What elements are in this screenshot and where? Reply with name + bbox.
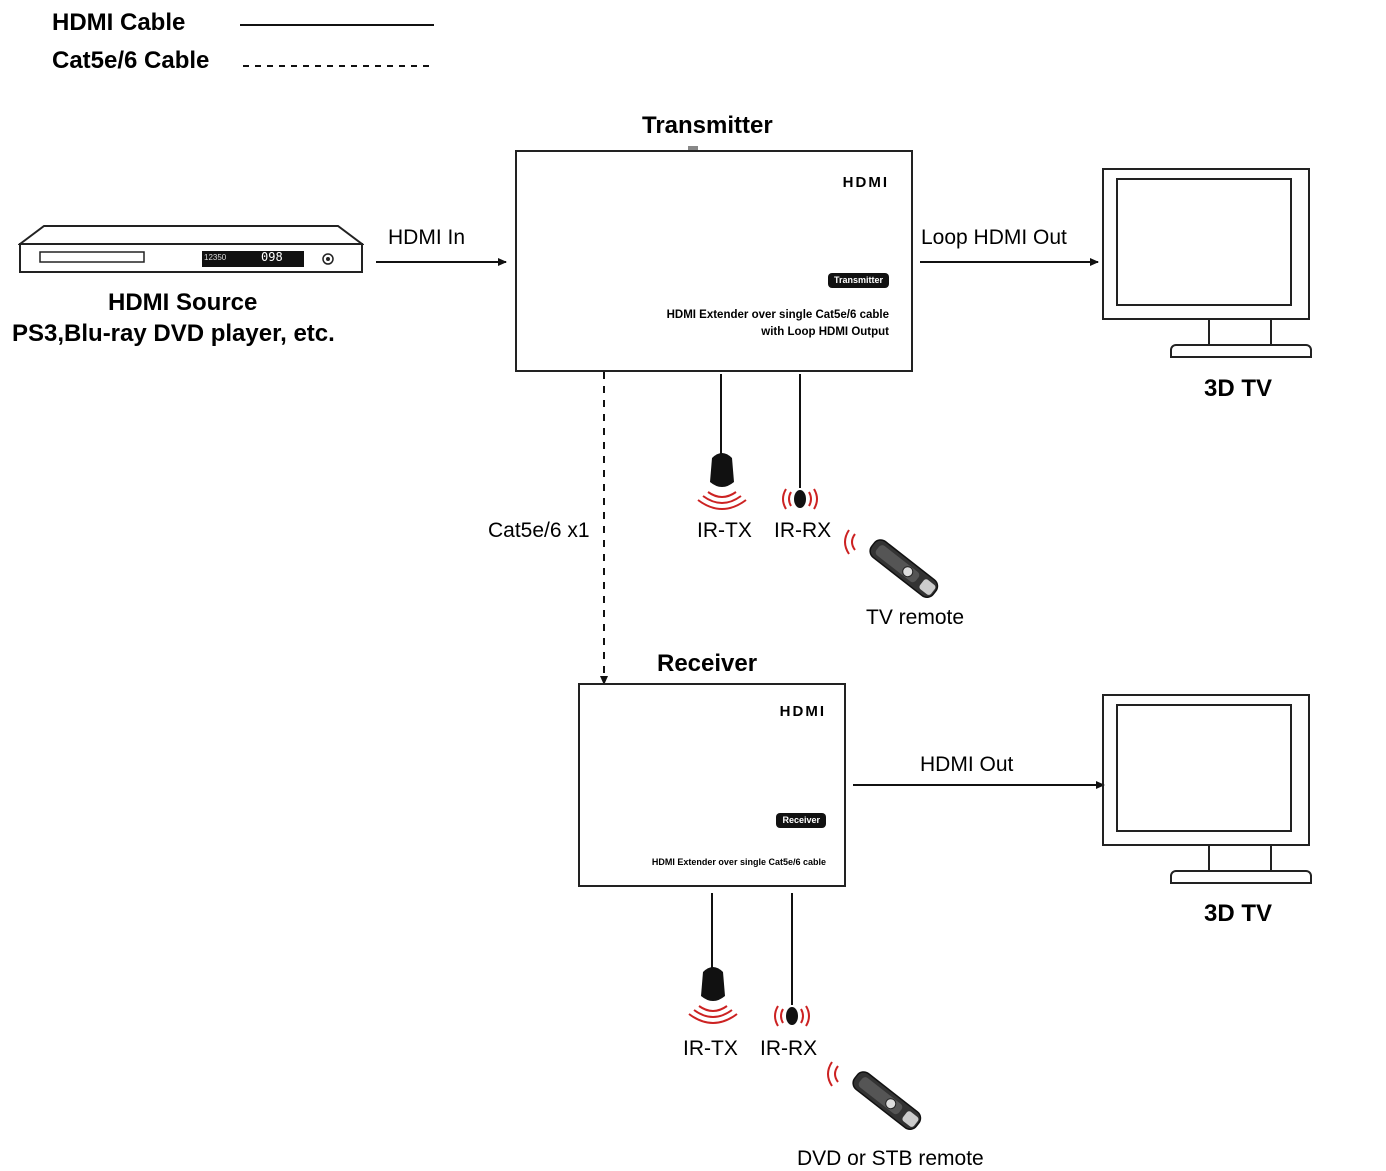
legend-hdmi-label: HDMI Cable xyxy=(52,9,186,36)
legend-cat-label: Cat5e/6 Cable xyxy=(52,47,210,74)
tv-remote-icon xyxy=(844,529,939,599)
source-subtitle: PS3,Blu-ray DVD player, etc. xyxy=(12,320,335,347)
receiver-desc: HDMI Extender over single Cat5e/6 cable xyxy=(651,857,826,867)
tv-frame xyxy=(1102,168,1310,320)
tv-bottom xyxy=(1102,694,1314,894)
transmitter-desc-line1: HDMI Extender over single Cat5e/6 cable xyxy=(666,309,889,321)
hdmi-in-label: HDMI In xyxy=(388,226,466,249)
transmitter-desc: HDMI Extender over single Cat5e/6 cable … xyxy=(667,307,889,342)
transmitter-box: HDMI Transmitter HDMI Extender over sing… xyxy=(515,150,913,372)
tv-screen xyxy=(1116,178,1292,306)
transmitter-heading: Transmitter xyxy=(642,112,773,139)
display-small-text: 12350 xyxy=(204,253,227,262)
source-title: HDMI Source xyxy=(108,289,258,316)
loop-out-label: Loop HDMI Out xyxy=(921,226,1067,249)
tv-neck xyxy=(1208,318,1272,346)
ir-rx-receiver-icon xyxy=(774,1005,810,1027)
tv-frame xyxy=(1102,694,1310,846)
tv-remote-label: TV remote xyxy=(866,606,965,629)
tv-screen xyxy=(1116,704,1292,832)
tv-neck xyxy=(1208,844,1272,872)
hdmi-logo: HDMI xyxy=(842,174,889,191)
ir-rx-label: IR-RX xyxy=(774,519,832,542)
transmitter-badge: Transmitter xyxy=(827,273,889,288)
hdmi-logo: HDMI xyxy=(779,703,826,720)
transmitter-desc-line2: with Loop HDMI Output xyxy=(761,326,889,339)
ir-tx-emitter-icon xyxy=(697,453,747,510)
transmitter-port xyxy=(688,146,698,151)
receiver-badge: Receiver xyxy=(776,813,826,828)
receiver-box: HDMI Receiver HDMI Extender over single … xyxy=(578,683,846,887)
tv-top-label: 3D TV xyxy=(1204,375,1273,402)
dvd-player-icon xyxy=(18,225,364,273)
tv-bottom-label: 3D TV xyxy=(1204,900,1273,927)
hdmi-out-label: HDMI Out xyxy=(920,753,1014,776)
cat-link-label: Cat5e/6 x1 xyxy=(488,519,590,542)
tv-stand xyxy=(1170,344,1312,358)
stb-remote-label: DVD or STB remote xyxy=(797,1147,984,1170)
ir-rx-label: IR-RX xyxy=(760,1037,818,1060)
display-big-text: 098 xyxy=(261,250,283,264)
ir-tx-label: IR-TX xyxy=(697,519,752,542)
ir-tx-emitter-icon xyxy=(688,967,738,1024)
ir-tx-label: IR-TX xyxy=(683,1037,738,1060)
receiver-heading: Receiver xyxy=(657,650,758,677)
tv-top xyxy=(1102,168,1314,368)
ir-rx-receiver-icon xyxy=(782,488,818,510)
stb-remote-icon xyxy=(827,1061,922,1131)
tv-stand xyxy=(1170,870,1312,884)
